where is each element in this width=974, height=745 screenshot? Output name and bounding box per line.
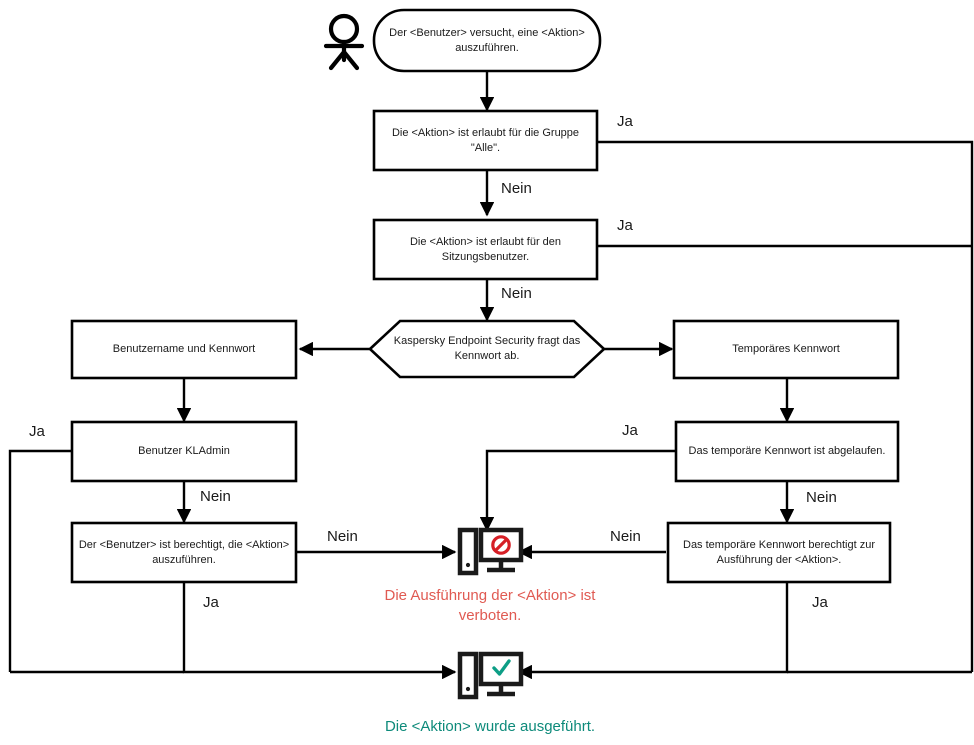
edge-label-temp-entitles-yes: Ja	[812, 594, 828, 611]
edge-label-temp-expired-yes: Ja	[622, 422, 638, 439]
edge-label-temp-entitles-no: Nein	[610, 528, 641, 545]
edge-temp-expired-yes	[479, 449, 678, 532]
node-temp-expired-shape	[674, 420, 900, 483]
computer-denied-icon	[457, 527, 524, 576]
edge-label-group-all-yes: Ja	[617, 113, 633, 130]
edge-label-user-entitled-yes: Ja	[203, 594, 219, 611]
edge-label-temp-expired-no: Nein	[806, 489, 837, 506]
node-group-all-shape	[372, 109, 599, 172]
node-temp-entitles-shape	[666, 521, 892, 584]
caption-denied: Die Ausführung der <Aktion> ist verboten…	[384, 587, 596, 624]
node-password-prompt-shape	[368, 319, 606, 379]
computer-allowed-icon	[457, 651, 524, 700]
edge-label-user-entitled-no: Nein	[327, 528, 358, 545]
node-username-password-shape	[70, 319, 298, 380]
edge-label-session-user-yes: Ja	[617, 217, 633, 234]
edge-label-kladmin-no: Nein	[200, 488, 231, 505]
user-actor-icon	[323, 13, 365, 71]
edge-label-session-user-no: Nein	[501, 285, 532, 302]
edge-label-group-all-no: Nein	[501, 180, 532, 197]
node-kladmin-shape	[70, 420, 298, 483]
node-user-entitled-shape	[70, 521, 298, 584]
node-temporary-password-shape	[672, 319, 900, 380]
node-start-shape	[372, 8, 602, 73]
edge-group-all-yes	[597, 140, 974, 672]
edge-label-kladmin-yes: Ja	[29, 423, 45, 440]
caption-allowed: Die <Aktion> wurde ausgeführt.	[384, 718, 596, 735]
edge-kladmin-yes	[8, 449, 72, 672]
node-session-user-shape	[372, 218, 599, 281]
